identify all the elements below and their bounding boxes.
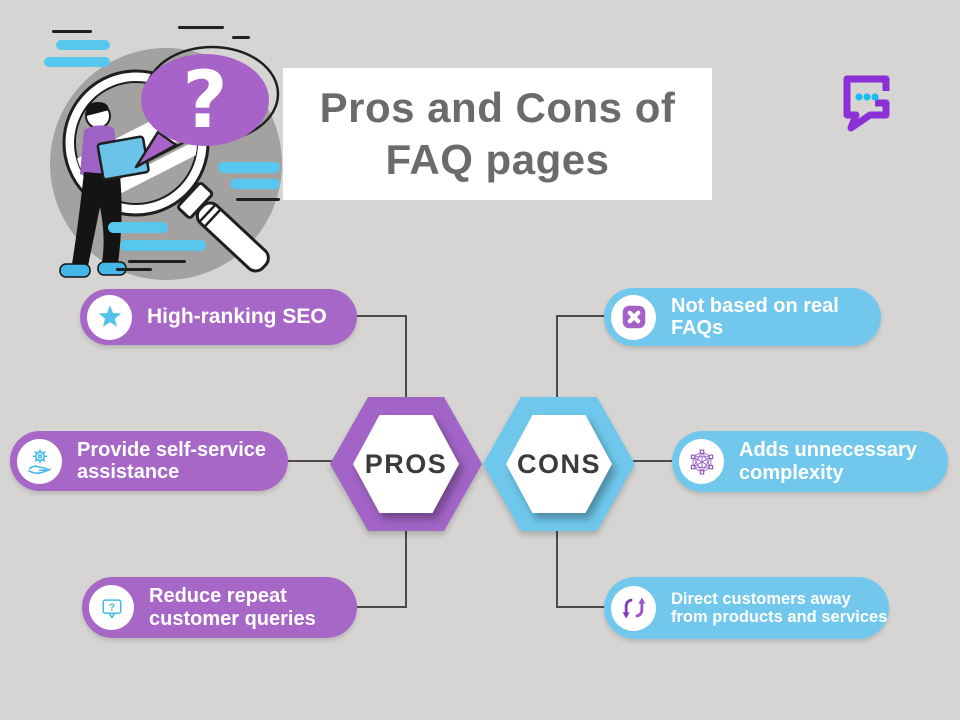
con-item-label: Adds unnecessary complexity xyxy=(739,439,917,484)
connector-pro-mid-h xyxy=(286,460,334,462)
title-banner: Pros and Cons of FAQ pages xyxy=(283,68,712,200)
shoe xyxy=(59,263,91,278)
hand-gear-icon xyxy=(17,438,62,484)
page-title-line2: FAQ pages xyxy=(385,136,610,183)
pro-item-label: Provide self-service assistance xyxy=(77,438,266,483)
person-illustration xyxy=(59,102,150,278)
chat-bubble-logo-icon xyxy=(843,75,890,132)
pro-item-label: Reduce repeat customer queries xyxy=(149,585,316,630)
con-item-label: Direct customers away from products and … xyxy=(671,589,888,626)
connector-con-top-h xyxy=(556,315,606,317)
question-bubble-icon: ? xyxy=(89,585,134,630)
connector-con-bottom-h xyxy=(556,606,606,608)
question-mark-glyph: ? xyxy=(182,56,227,146)
x-square-icon xyxy=(611,294,656,340)
speed-lines xyxy=(44,30,280,271)
speed-line xyxy=(232,36,250,39)
pros-hexagon: PROS xyxy=(330,397,482,531)
question-speech-bubble: ? xyxy=(134,45,280,169)
connector-con-bottom-v xyxy=(556,529,558,607)
connector-pro-top-v xyxy=(405,315,407,399)
con-item-label: Not based on real FAQs xyxy=(671,294,839,339)
page-title-line1: Pros and Cons of xyxy=(319,83,676,131)
connector-pro-bottom-v xyxy=(405,529,407,607)
pros-hub-label: PROS xyxy=(364,448,448,479)
con-item-not-real-faqs: Not based on real FAQs xyxy=(604,288,881,346)
shuffle-arrows-icon xyxy=(611,585,656,631)
pro-item-label: High-ranking SEO xyxy=(147,305,327,329)
connector-pro-top-h xyxy=(355,315,407,317)
pro-item-high-ranking-seo: High-ranking SEO xyxy=(80,289,357,345)
cons-hub-label: CONS xyxy=(516,448,601,479)
con-item-complexity: Adds unnecessary complexity xyxy=(672,431,948,492)
connector-con-mid-h xyxy=(630,460,674,462)
speed-line xyxy=(178,26,224,29)
connector-pro-bottom-h xyxy=(355,606,407,608)
con-item-direct-away: Direct customers away from products and … xyxy=(604,577,889,639)
cons-hexagon: CONS xyxy=(483,397,635,531)
connector-con-top-v xyxy=(556,315,558,399)
icon-question-glyph: ? xyxy=(108,601,114,613)
network-icon xyxy=(679,439,724,484)
magnifier-person-illustration: ? xyxy=(44,26,282,280)
pro-item-reduce-queries: ? Reduce repeat customer queries xyxy=(82,577,357,638)
pro-item-self-service: Provide self-service assistance xyxy=(10,431,288,491)
star-icon xyxy=(87,294,132,340)
